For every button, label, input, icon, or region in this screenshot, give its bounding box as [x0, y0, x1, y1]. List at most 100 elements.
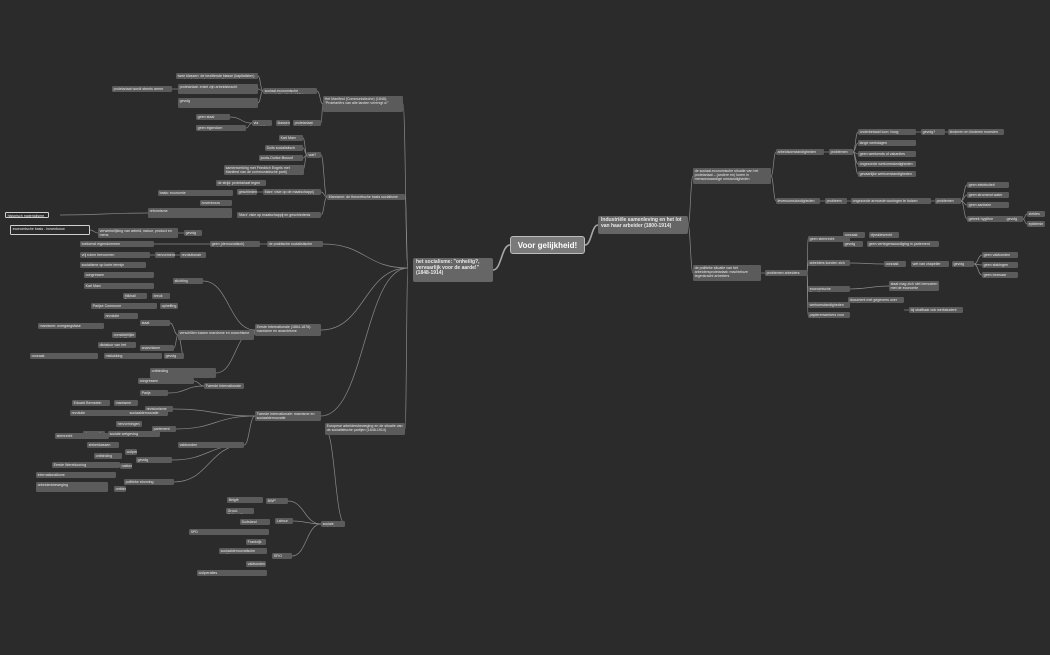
- first-international-item[interactable]: breuk: [152, 293, 170, 299]
- right-topic-socio-economic[interactable]: de sociaal-economische situatie van het …: [693, 168, 771, 184]
- living-disease-item[interactable]: epidemie: [1027, 221, 1045, 227]
- manifest-item[interactable]: proletariaat: enkel zijn arbeidskracht: [178, 84, 258, 94]
- second-international-item[interactable]: arbeidersbeweging: [36, 482, 108, 492]
- second-international-item[interactable]: gevolg: [136, 457, 172, 463]
- group-living-conditions[interactable]: levensomstandigheden: [776, 198, 820, 204]
- marxism-item[interactable]: reformisme: [148, 208, 232, 218]
- marxism-item[interactable]: Marx' visie op de maatschappij: [263, 189, 321, 195]
- manifest-item[interactable]: proletariaat werd wordt fabriekbaas: [293, 120, 321, 126]
- manifest-item[interactable]: sociaal-economische tegenstelling (in he…: [263, 88, 317, 94]
- union-consequence-item[interactable]: geen bezwaar: [982, 272, 1018, 278]
- labour-movement-item[interactable]: vakbonden: [246, 561, 266, 567]
- manifest-item[interactable]: gevolg: [178, 98, 258, 108]
- manifest-item[interactable]: klassenloze maatschappij: [276, 120, 290, 126]
- living-problem-item[interactable]: gebrek hygiëne: [967, 216, 1009, 222]
- second-international-item[interactable]: Tweede Internationale: [204, 383, 244, 389]
- political-consequence-value[interactable]: geen vertegenwoordiging in parlement: [867, 241, 939, 247]
- first-international-item[interactable]: Parijse Commune: [91, 303, 157, 309]
- socialism-item[interactable]: vrij ruime hervormen: [80, 252, 150, 258]
- marxism-item[interactable]: bovenbouw: [200, 200, 232, 206]
- first-international-item[interactable]: anarchisme: [140, 345, 174, 351]
- union-consequence[interactable]: gevolg: [952, 261, 974, 267]
- working-condition-item[interactable]: lange werkdagen: [858, 140, 916, 146]
- socialism-item[interactable]: socialisme op korte termijn: [80, 262, 146, 268]
- labour-movement-item[interactable]: Frankrijk: [246, 539, 266, 545]
- second-international-item[interactable]: coöperaties: [125, 449, 137, 455]
- first-international-item[interactable]: marxisme: overgangsfase: [38, 323, 104, 329]
- second-international-item[interactable]: hervormingen: [116, 421, 142, 427]
- first-international-item[interactable]: opheffing: [160, 303, 178, 309]
- political-problem-item[interactable]: papierenwerkers voor arbeiders: [808, 312, 850, 318]
- political-problems[interactable]: problemen arbeiders: [765, 270, 807, 276]
- working-condition-law[interactable]: bij strafbaar ook werkstudent: [909, 307, 963, 313]
- working-condition-item[interactable]: onderbetaald loon: hoog: [858, 129, 916, 135]
- first-international-node[interactable]: Eerste Internationale (1864-1876): marxi…: [255, 324, 321, 336]
- first-international-item[interactable]: dictatuur van het proletariaat: [98, 342, 136, 348]
- labour-movement-node[interactable]: Europese arbeidersbeweging en de situati…: [325, 423, 405, 435]
- working-condition-item[interactable]: gevaarlijke werkomstandigheden: [858, 171, 916, 177]
- manifest-item[interactable]: geen staat: [196, 114, 230, 120]
- root-node[interactable]: Voor gelijkheid!: [510, 236, 585, 254]
- second-international-item[interactable]: ziekenkassen: [87, 442, 119, 448]
- living-condition-item[interactable]: ongezonde armoede woningen te huizen: [851, 198, 931, 204]
- living-problem-item[interactable]: geen stromend water: [967, 192, 1009, 198]
- labour-movement-item[interactable]: SFIO: [272, 553, 292, 559]
- marxism-item[interactable]: de strijd: proletariaat tegen burgerij: [216, 180, 266, 186]
- working-condition-document[interactable]: document met gegevens over arbeiders: [848, 297, 904, 303]
- marxism-item[interactable]: joods-Duitse filosoof: [259, 155, 303, 161]
- political-cause-value[interactable]: cijnskiesrecht: [869, 232, 899, 238]
- working-condition-consequence[interactable]: gevolg?: [921, 129, 945, 135]
- first-international-item[interactable]: congressen: [84, 272, 154, 278]
- liberalism-description[interactable]: staat mag zich niet bemoeien met de econ…: [889, 281, 939, 291]
- second-international-item[interactable]: ontbinding: [94, 453, 122, 459]
- second-international-item[interactable]: revisionisme: [145, 406, 173, 412]
- union-consequence-item[interactable]: geen vakbonden: [982, 252, 1018, 258]
- working-condition-result[interactable]: kinderen en kinderen moesten werken: [948, 129, 1004, 135]
- living-problems[interactable]: problemen: [935, 198, 961, 204]
- socialism-item[interactable]: toekomst eigendommen: [80, 241, 154, 247]
- second-international-item[interactable]: Eduard Bernstein: [72, 400, 110, 406]
- marxism-item[interactable]: Duits socialistisch: [265, 145, 303, 151]
- working-condition-item[interactable]: ongezonde werkomstandigheden: [858, 161, 916, 167]
- union-cause[interactable]: oorzaak: [884, 261, 906, 267]
- second-international-item[interactable]: nationalisme: [120, 463, 132, 469]
- socialism-item[interactable]: hervormend: [155, 252, 175, 258]
- manifest-item[interactable]: via revolutie: [252, 120, 272, 126]
- living-disease-item[interactable]: ziektes: [1027, 211, 1045, 217]
- marxism-item[interactable]: 'Marx' visie op maatschappij en geschied…: [237, 212, 321, 218]
- living-problem-item[interactable]: geen sanitaire voorziening: [967, 202, 1009, 208]
- first-international-item[interactable]: verschillen tussen marxisme en anarchism…: [178, 330, 254, 340]
- labour-movement-item[interactable]: sociale wetgeving: [321, 521, 345, 527]
- marxism-item[interactable]: gevolg: [184, 230, 202, 236]
- labour-movement-item[interactable]: coöperaties: [197, 570, 267, 576]
- second-international-item[interactable]: congressen: [138, 378, 194, 384]
- second-international-item[interactable]: vakbonden: [178, 442, 244, 448]
- political-consequence[interactable]: gevolg: [843, 241, 863, 247]
- labour-movement-item[interactable]: sociaaldemocratische partijen: [219, 548, 267, 554]
- marxism-item[interactable]: geschiedenis van de mensheid is een gesc…: [237, 189, 257, 195]
- marxism-what[interactable]: wat?: [307, 152, 321, 158]
- manifest-item[interactable]: twee klassen: de bezittende klasse (kapi…: [176, 73, 258, 79]
- second-international-item[interactable]: sociale wetgeving: [108, 431, 160, 437]
- labour-movement-item[interactable]: SPD: [189, 529, 269, 535]
- marxism-item[interactable]: verwerkelijking van arbeid, natuur, prod…: [98, 228, 178, 238]
- marxism-item[interactable]: samenwerking met Friedrich Engels met Ma…: [224, 165, 304, 175]
- second-international-item[interactable]: Parijs: [140, 390, 168, 396]
- first-international-item[interactable]: ontbinding: [150, 368, 216, 378]
- group-living-problem[interactable]: probleem: [825, 198, 847, 204]
- marxism-item[interactable]: Karl Marx: [279, 135, 303, 141]
- socialism-item[interactable]: geen (democratisch) socialisme: [210, 241, 260, 247]
- political-problem-item[interactable]: werkomstandigheden: [808, 302, 850, 308]
- political-problem-item[interactable]: arbeiders konden zich niet verenigen: [808, 260, 850, 266]
- marxism-node[interactable]: Marxisme: de theoretische basis socialis…: [327, 194, 405, 200]
- second-international-item[interactable]: sociaaldemocratie: [128, 410, 168, 416]
- group-working-problems[interactable]: problemen: [829, 149, 853, 155]
- labour-movement-item[interactable]: Duitsland: [240, 519, 270, 525]
- second-international-item[interactable]: politieke stroming: [124, 479, 174, 485]
- right-topic-political[interactable]: de politieke situatie van het arbeidersp…: [693, 265, 761, 281]
- labour-movement-item[interactable]: Groot-Brittannië: [226, 508, 254, 514]
- marxism-item[interactable]: basis: economie: [158, 190, 233, 196]
- living-problem-item[interactable]: geen elektriciteit: [967, 182, 1009, 188]
- marxism-item[interactable]: historisch materialisme: [5, 212, 49, 218]
- first-international-item[interactable]: Karl Marx: [84, 283, 154, 289]
